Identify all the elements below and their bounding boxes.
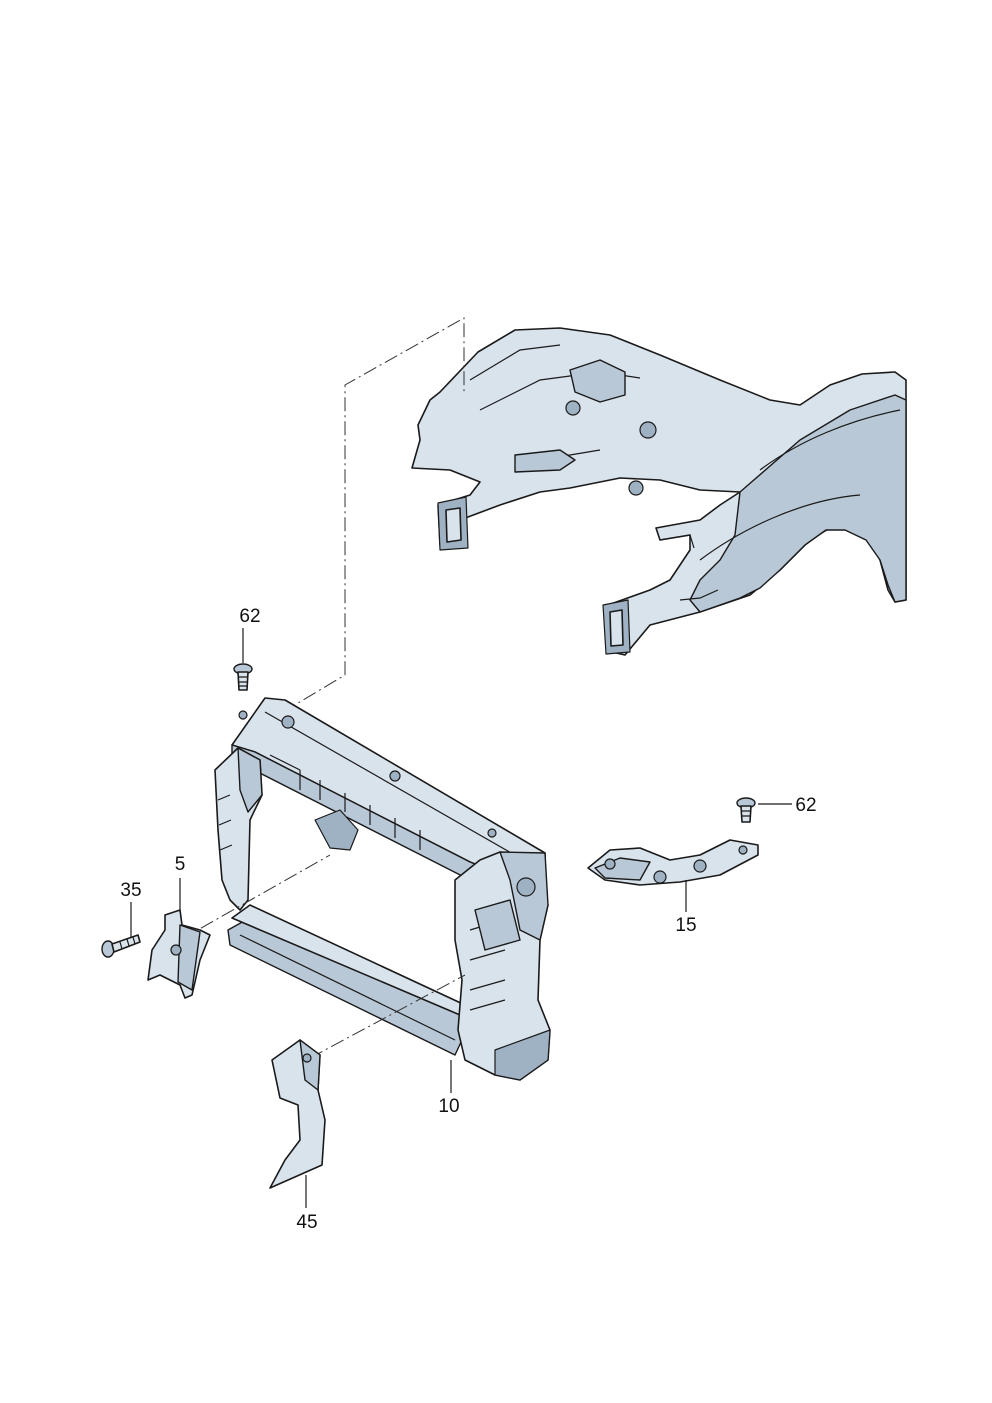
leader-lines — [130, 628, 792, 1208]
callout-62-top: 62 — [239, 606, 260, 627]
bracket-15 — [587, 839, 759, 886]
alignment-line-top — [282, 317, 465, 713]
bracket-5 — [147, 909, 211, 999]
bolt-62-top — [233, 663, 253, 691]
callout-62-right: 62 — [795, 795, 816, 816]
callout-15: 15 — [675, 915, 696, 936]
alignment-line-5 — [179, 854, 331, 941]
bracket-45 — [269, 1039, 326, 1189]
callout-35: 35 — [120, 880, 141, 901]
callout-10: 10 — [438, 1096, 459, 1117]
lock-carrier-front-end — [214, 697, 551, 1081]
vehicle-front-body — [411, 327, 907, 656]
bolt-62-right — [736, 797, 756, 823]
alignment-line-45 — [309, 974, 466, 1059]
bolt-35 — [101, 934, 141, 958]
callout-5: 5 — [175, 854, 186, 875]
callout-45: 45 — [296, 1212, 317, 1233]
